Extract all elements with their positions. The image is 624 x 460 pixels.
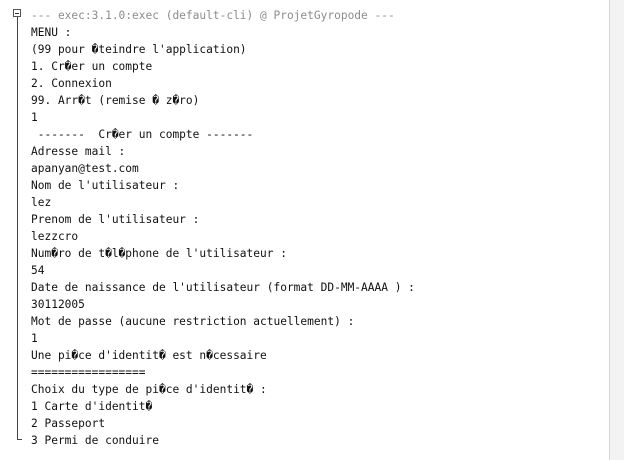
- build-header: --- exec:3.1.0:exec (default-cli) @ Proj…: [31, 9, 395, 22]
- input-line: lezzcro: [31, 230, 79, 243]
- output-line: Une pi�ce d'identit� est n�cessaire: [31, 349, 267, 362]
- output-line: 1. Cr�er un compte: [31, 60, 153, 73]
- output-line: ------- Cr�er un compte -------: [31, 128, 254, 141]
- vertical-scrollbar[interactable]: [609, 0, 624, 460]
- output-line: Nom de l'utilisateur :: [31, 179, 180, 192]
- input-line: 30112005: [31, 298, 85, 311]
- input-line: lez: [31, 196, 52, 209]
- output-line: Adresse mail :: [31, 145, 126, 158]
- input-line: 1: [31, 332, 38, 345]
- output-line: Choix du type de pi�ce d'identit� :: [31, 383, 267, 396]
- collapse-icon[interactable]: [13, 9, 21, 17]
- input-line: 1: [31, 111, 38, 124]
- fold-guide-end: [17, 439, 22, 440]
- output-line: 1 Carte d'identit�: [31, 400, 153, 413]
- output-line: Mot de passe (aucune restriction actuell…: [31, 315, 355, 328]
- input-line: apanyan@test.com: [31, 162, 139, 175]
- output-line: 2. Connexion: [31, 77, 112, 90]
- fold-guide: [17, 16, 18, 440]
- output-line: =================: [31, 366, 146, 379]
- output-line: Date de naissance de l'utilisateur (form…: [31, 281, 415, 294]
- console-output: --- exec:3.1.0:exec (default-cli) @ Proj…: [31, 7, 604, 449]
- input-line: 54: [31, 264, 45, 277]
- output-line: Num�ro de t�l�phone de l'utilisateur :: [31, 247, 287, 260]
- output-line: (99 pour �teindre l'application): [31, 43, 247, 56]
- output-line: Prenom de l'utilisateur :: [31, 213, 200, 226]
- output-line: MENU :: [31, 26, 72, 39]
- output-line: 2 Passeport: [31, 417, 106, 430]
- output-line: 3 Permi de conduire: [31, 434, 159, 447]
- output-line: 99. Arr�t (remise � z�ro): [31, 94, 200, 107]
